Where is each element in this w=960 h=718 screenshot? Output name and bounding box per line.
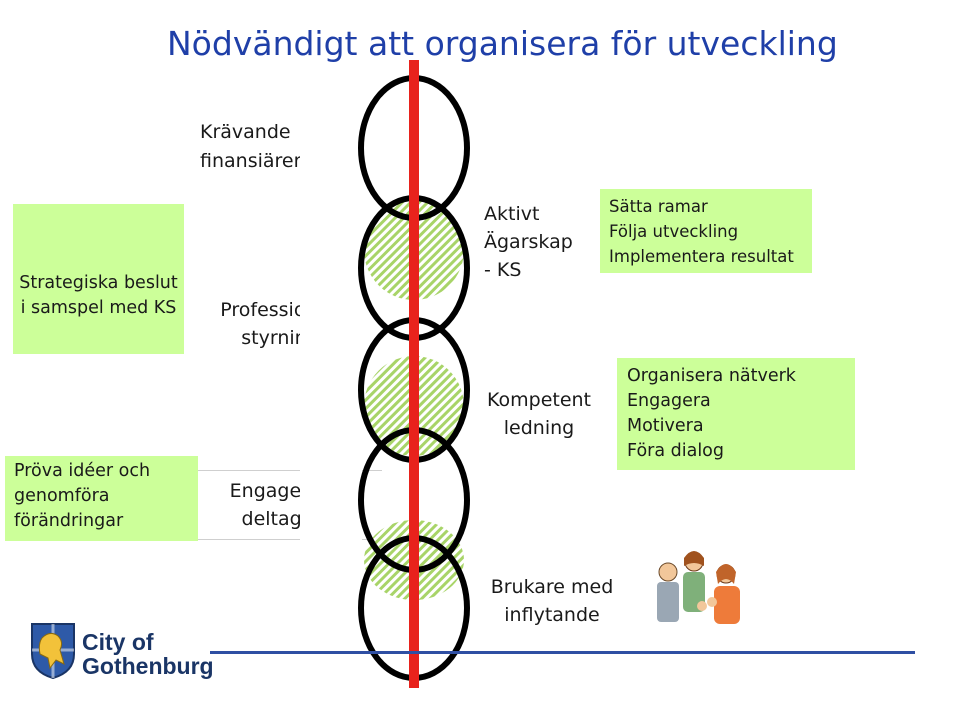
strategic-decisions-text: Strategiska beslut i samspel med KS — [13, 271, 184, 321]
network-line: Motivera — [627, 416, 704, 436]
active-ownership-text: Aktivt Ägarskap - KS — [484, 200, 573, 284]
frame-line: Följa utveckling — [609, 222, 739, 241]
try-ideas-line: genomföra — [14, 486, 110, 506]
network-box: Organisera nätverk Engagera Motivera För… — [617, 358, 855, 470]
try-ideas-text: Pröva idéer och genomföra förändringar — [14, 459, 150, 534]
frame-line: Implementera resultat — [609, 247, 794, 266]
page-title: Nödvändigt att organisera för utveckling — [167, 24, 838, 63]
network-line: Organisera nätverk — [627, 366, 796, 386]
footer-rule — [210, 651, 915, 654]
people-group-icon — [657, 551, 740, 624]
strategic-line: Strategiska beslut — [19, 273, 178, 293]
ownership-line: - KS — [484, 259, 522, 281]
leadership-line: ledning — [503, 417, 575, 439]
ownership-line: Ägarskap — [484, 231, 573, 253]
strategic-decisions-box — [13, 204, 184, 354]
gothenburg-coat-of-arms-icon — [31, 623, 75, 680]
frame-line: Sätta ramar — [609, 197, 708, 216]
frame-box: Sätta ramar Följa utveckling Implementer… — [600, 189, 812, 273]
leadership-line: Kompetent — [486, 389, 592, 411]
competent-leadership-text: Kompetent ledning — [474, 386, 604, 442]
users-line: inflytande — [504, 604, 600, 626]
network-line: Föra dialog — [627, 441, 725, 461]
logo-text: City of Gothenburg — [82, 630, 214, 678]
professional-line: styrning — [241, 327, 319, 349]
users-line: Brukare med — [490, 576, 614, 598]
try-ideas-box — [5, 456, 198, 541]
strategic-line: i samspel med KS — [20, 298, 177, 318]
engaged-participants-box — [198, 470, 382, 540]
try-ideas-line: förändringar — [14, 511, 124, 531]
users-influence-text: Brukare med inflytande — [482, 573, 622, 629]
red-chain-line — [409, 60, 419, 688]
network-line: Engagera — [627, 391, 711, 411]
try-ideas-line: Pröva idéer och — [14, 461, 151, 481]
lens-masks — [300, 150, 526, 610]
ring-overlaps — [364, 200, 464, 600]
logo-line: Gothenburg — [82, 653, 214, 679]
logo-line: City of — [82, 629, 154, 655]
top-label-line: Krävande — [200, 121, 291, 143]
ownership-line: Aktivt — [484, 203, 540, 225]
